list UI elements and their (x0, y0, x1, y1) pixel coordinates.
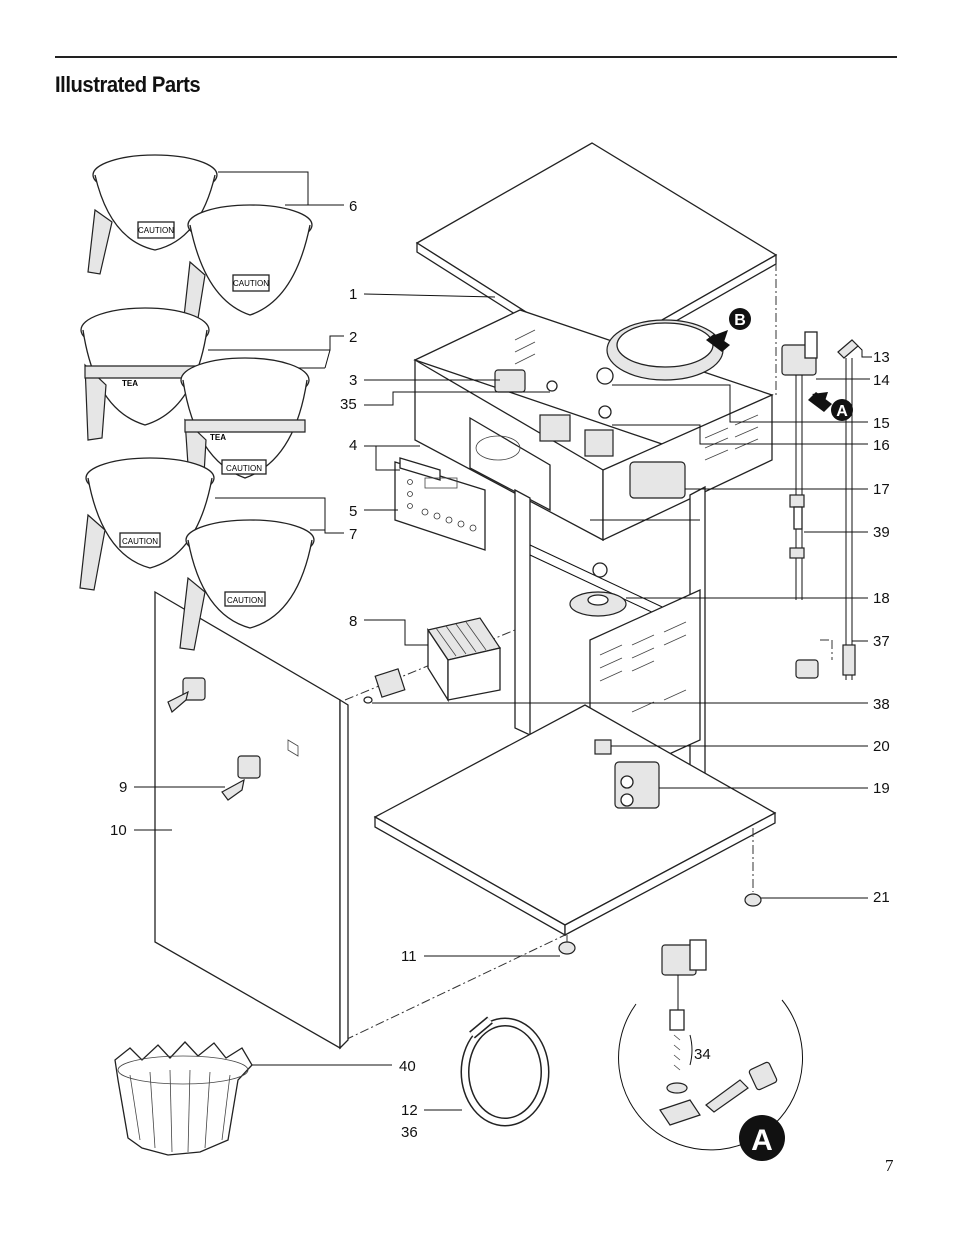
part-39-coupling (793, 506, 803, 530)
part-9-sprayhead-handle (221, 778, 245, 801)
callout-6: 6 (349, 198, 357, 215)
svg-text:CAUTION: CAUTION (122, 537, 158, 546)
inlet-valve-assembly (781, 331, 859, 680)
callout-10: 10 (110, 822, 127, 839)
callout-4: 4 (349, 437, 357, 454)
marker-b: B (706, 308, 751, 352)
callout-12: 12 (401, 1102, 418, 1119)
page-number: 7 (885, 1156, 894, 1175)
callout-11: 11 (401, 948, 417, 965)
callout-20: 20 (873, 738, 890, 755)
part-40-filter (114, 1041, 253, 1156)
callout-36: 36 (401, 1124, 418, 1141)
callout-8: 8 (349, 613, 357, 630)
callout-34: 34 (694, 1046, 711, 1063)
upper-housing-side (602, 394, 773, 542)
callout-19: 19 (873, 780, 890, 797)
callout-2: 2 (349, 329, 357, 346)
detail-a-badge (739, 1115, 785, 1161)
callout-7: 7 (349, 526, 357, 543)
detail-a: 34 A (618, 939, 804, 1161)
svg-text:CAUTION: CAUTION (233, 279, 269, 288)
callout-15: 15 (873, 415, 890, 432)
callout-1: 1 (349, 286, 357, 303)
part-17-component (629, 461, 686, 499)
callout-17: 17 (873, 481, 890, 498)
part-5-control-board (394, 461, 486, 551)
callout-9: 9 (119, 779, 127, 796)
callout-21: 21 (873, 889, 890, 906)
funnel-7-upper: CAUTION (79, 457, 215, 591)
funnel-7-lower: CAUTION (179, 519, 315, 651)
svg-text:B: B (734, 312, 746, 329)
heat-sink-assembly (363, 617, 501, 704)
part-9-sprayhead-handle-upper (167, 690, 189, 714)
part-37-hose (842, 644, 856, 676)
detail-a-circle (618, 999, 804, 1151)
svg-text:A: A (836, 403, 848, 420)
part-20-switch (594, 739, 612, 755)
part-10-side-panel (154, 590, 341, 1050)
paper-filter (114, 1041, 253, 1156)
side-panel (154, 590, 349, 1050)
svg-text:TEA: TEA (210, 433, 226, 442)
page-title: Illustrated Parts (55, 72, 201, 97)
foot-21 (744, 893, 762, 907)
callout-37: 37 (873, 633, 890, 650)
top-cover (415, 142, 778, 358)
callout-40: 40 (399, 1058, 416, 1075)
brewer-cabinet (254, 142, 778, 1041)
arrow-b-icon (712, 330, 728, 342)
control-panel (394, 457, 486, 551)
foot-11 (558, 941, 576, 955)
part-13-fitting (837, 339, 859, 359)
callout-14: 14 (873, 372, 890, 389)
svg-text:CAUTION: CAUTION (226, 464, 262, 473)
callout-38: 38 (873, 696, 890, 713)
leader-lines (134, 171, 872, 1111)
callout-3: 3 (349, 372, 357, 389)
marker-a: A (808, 392, 853, 421)
base-plate (373, 704, 777, 926)
callout-39: 39 (873, 524, 890, 541)
callout-18: 18 (873, 590, 890, 607)
funnel-2-upper: TEA (80, 307, 210, 441)
callout-16: 16 (873, 437, 890, 454)
funnel-6-upper: CAUTION (87, 154, 218, 275)
callout-13: 13 (873, 349, 890, 366)
callout-35: 35 (340, 396, 357, 413)
svg-text:TEA: TEA (122, 379, 138, 388)
brew-funnels: CAUTION CAUTION TEA TEA CAUTION (79, 154, 315, 651)
header-rule (55, 56, 897, 58)
svg-text:CAUTION: CAUTION (227, 596, 263, 605)
svg-text:CAUTION: CAUTION (138, 226, 174, 235)
callout-labels: 6 1 2 3 35 4 5 7 8 9 10 11 40 12 36 13 1… (110, 198, 890, 1141)
tubing (460, 1016, 550, 1127)
funnel-6-lower: CAUTION (181, 204, 313, 338)
svg-text:A: A (751, 1124, 773, 1157)
callout-5: 5 (349, 503, 357, 520)
